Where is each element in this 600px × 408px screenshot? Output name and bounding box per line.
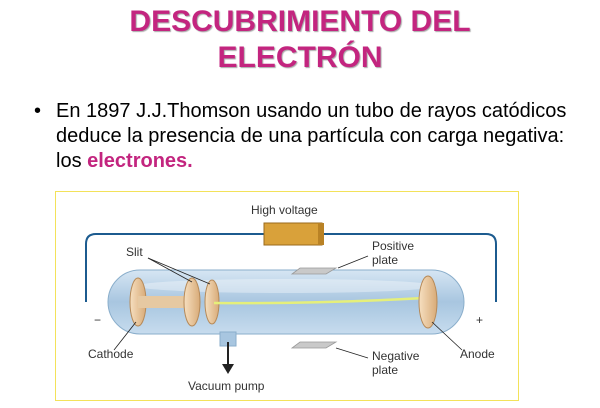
diagram-svg: High voltage Slit Positive plate Negativ… — [85, 203, 497, 393]
bullet-text: En 1897 J.J.Thomson usando un tubo de ra… — [56, 99, 576, 174]
label-vacuum-pump: Vacuum pump — [188, 379, 265, 393]
slit-plate-1 — [183, 277, 201, 327]
label-anode: Anode — [460, 347, 495, 361]
highlight-electrones: electrones. — [87, 150, 193, 172]
label-positive-plate-1: Positive — [372, 239, 414, 253]
bullet-dot: • — [34, 100, 42, 122]
electron-beam — [213, 296, 425, 305]
label-positive-plate-2: plate — [372, 253, 398, 267]
bullet-body: En 1897 J.J.Thomson usando un tubo de ra… — [56, 100, 567, 172]
label-slit: Slit — [126, 245, 143, 259]
circuit-wire — [85, 233, 264, 302]
label-plus: + — [476, 313, 483, 327]
positive-plate — [290, 267, 338, 275]
circuit-wire-right — [322, 233, 497, 302]
label-high-voltage: High voltage — [251, 203, 318, 217]
negative-plate — [290, 341, 338, 349]
title-line-1: DESCUBRIMIENTO DEL — [129, 5, 471, 38]
label-minus: − — [94, 313, 101, 327]
cathode-ray-tube-diagram: High voltage Slit Positive plate Negativ… — [55, 191, 519, 401]
label-cathode: Cathode — [88, 347, 134, 361]
high-voltage-source — [263, 222, 323, 246]
anode-electrode — [418, 275, 438, 329]
vacuum-pump-arrow — [222, 364, 234, 374]
title-line-2: ELECTRÓN — [217, 41, 383, 74]
slide-title: DESCUBRIMIENTO DEL ELECTRÓN — [0, 4, 600, 76]
label-negative-plate-1: Negative — [372, 349, 420, 363]
label-negative-plate-2: plate — [372, 363, 398, 377]
